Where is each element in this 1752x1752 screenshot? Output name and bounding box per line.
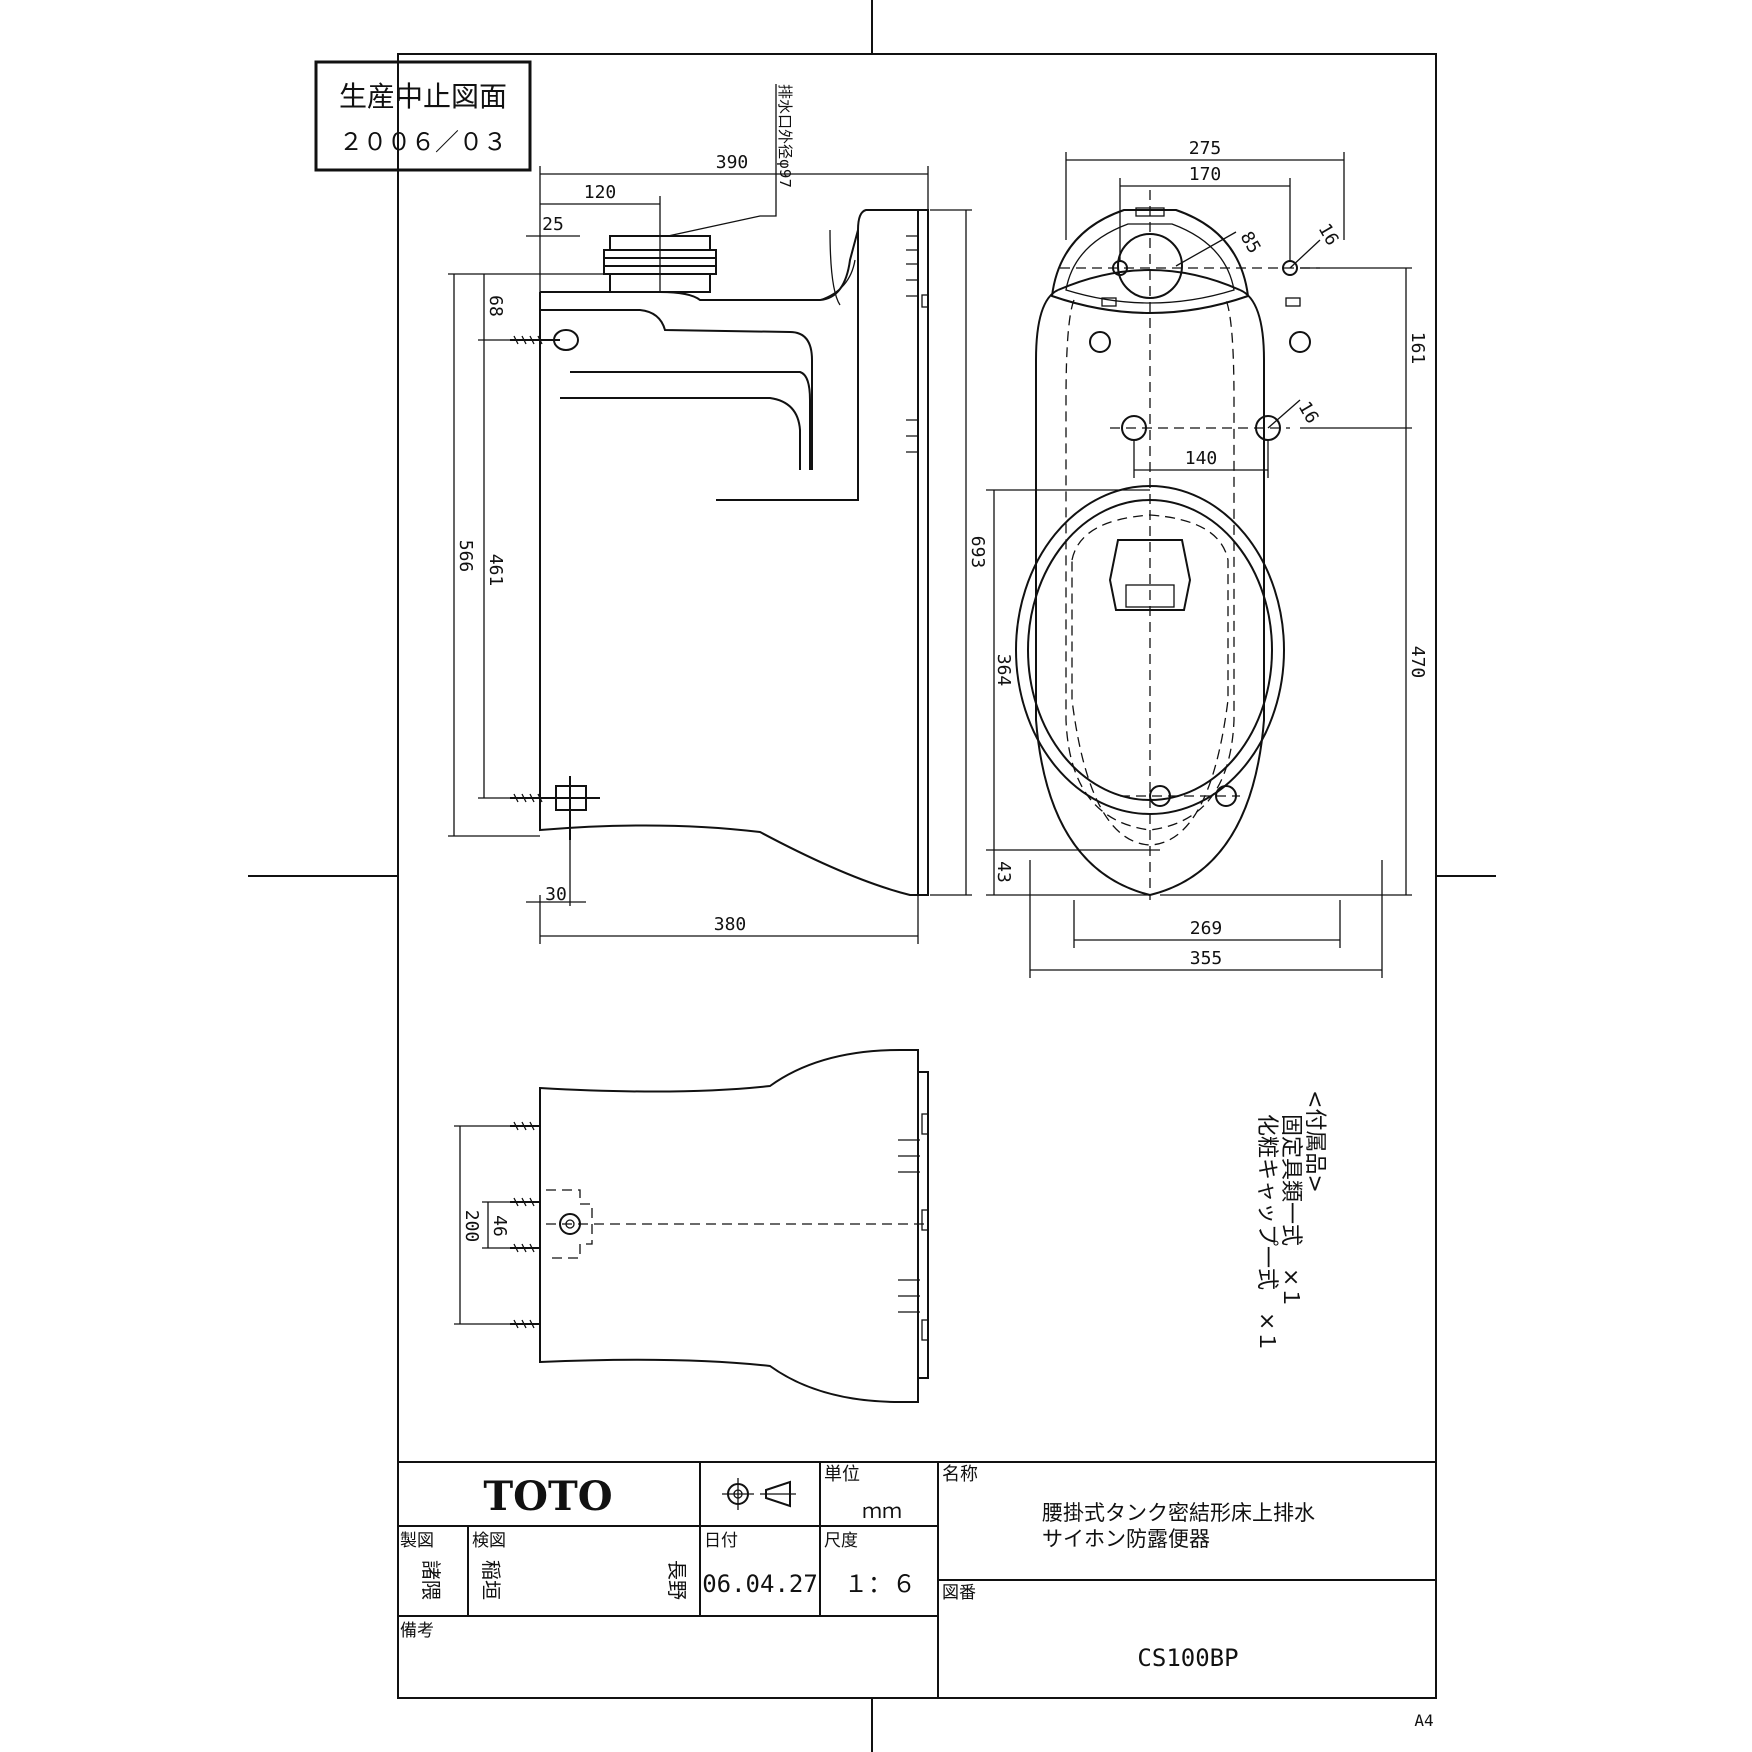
dim-161: 161 bbox=[1407, 332, 1428, 365]
title-block: TOTO 単位 ｍｍ 名称 腰掛式タンク密結形床上排水 サイホン防露便器 製図 … bbox=[397, 1461, 1437, 1699]
brand-logo: TOTO bbox=[483, 1473, 612, 1520]
top-view: 275 170 16 85 161 16 140 470 364 43 269 … bbox=[986, 138, 1428, 978]
dim-43: 43 bbox=[993, 861, 1014, 883]
dim-25: 25 bbox=[542, 214, 564, 235]
dim-390: 390 bbox=[716, 152, 749, 173]
projection-symbol-icon bbox=[722, 1478, 796, 1510]
dim-470: 470 bbox=[1407, 646, 1428, 679]
dim-46: 46 bbox=[489, 1215, 510, 1237]
checked-by-2: 長野 bbox=[665, 1560, 689, 1600]
scale-label: 尺度 bbox=[824, 1531, 858, 1551]
dim-269: 269 bbox=[1190, 918, 1223, 939]
scale-value: １：６ bbox=[844, 1570, 916, 1598]
bottom-view: 200 46 bbox=[454, 1049, 930, 1403]
stamp-date: ２００６／０３ bbox=[339, 128, 507, 156]
stamp-title: 生産中止図面 bbox=[339, 80, 507, 113]
top-bolt-holes bbox=[1089, 260, 1311, 807]
drawn-label: 製図 bbox=[400, 1531, 434, 1551]
dim-140: 140 bbox=[1185, 448, 1218, 469]
checked-by-1: 稲垣 bbox=[479, 1560, 503, 1600]
dim-566: 566 bbox=[455, 540, 476, 573]
date-label: 日付 bbox=[704, 1531, 738, 1551]
bottom-fixing-marks bbox=[898, 1113, 929, 1341]
accessories-heading: <付属品> bbox=[1302, 1090, 1327, 1193]
dim-275: 275 bbox=[1189, 138, 1222, 159]
product-name-line-2: サイホン防露便器 bbox=[1042, 1527, 1210, 1551]
side-dimension-lines bbox=[448, 84, 972, 944]
discontinued-stamp: 生産中止図面 ２００６／０３ bbox=[314, 60, 532, 172]
paper-size-label: A4 bbox=[1414, 1711, 1433, 1730]
date-value: 06.04.27 bbox=[702, 1570, 818, 1598]
dim-16-upper: 16 bbox=[1314, 220, 1343, 249]
dim-200: 200 bbox=[461, 1210, 482, 1243]
accessories-item-1: 固定具類一式 ×１ bbox=[1278, 1114, 1303, 1308]
dim-461: 461 bbox=[485, 554, 506, 587]
bottom-screws bbox=[510, 1121, 593, 1329]
dim-170: 170 bbox=[1189, 164, 1222, 185]
dim-380: 380 bbox=[714, 914, 747, 935]
accessories-item-2: 化粧キャップ一式 ×１ bbox=[1254, 1114, 1279, 1352]
dim-68: 68 bbox=[485, 295, 506, 317]
outlet-flange bbox=[603, 235, 717, 293]
unit-label: 単位 bbox=[824, 1464, 860, 1485]
side-fixing-marks bbox=[906, 235, 929, 453]
side-view: 390 120 25 68 566 461 693 30 380 排水口外径φ9… bbox=[448, 84, 988, 944]
unit-value: ｍｍ bbox=[862, 1499, 902, 1523]
product-name-line-1: 腰掛式タンク密結形床上排水 bbox=[1042, 1501, 1315, 1525]
checked-label: 検図 bbox=[472, 1531, 506, 1551]
dim-85: 85 bbox=[1236, 228, 1265, 257]
dim-355: 355 bbox=[1190, 948, 1223, 969]
dim-120: 120 bbox=[584, 182, 617, 203]
top-centerlines bbox=[1060, 190, 1320, 900]
name-label: 名称 bbox=[942, 1464, 978, 1485]
drawing-number: CS100BP bbox=[1137, 1644, 1238, 1672]
outlet-diameter-label: 排水口外径φ97 bbox=[776, 84, 794, 188]
accessories-note: <付属品> 固定具類一式 ×１ 化粧キャップ一式 ×１ bbox=[1254, 1090, 1327, 1352]
side-screws bbox=[510, 329, 600, 840]
center-marks bbox=[248, 0, 1496, 1752]
dim-364: 364 bbox=[993, 654, 1014, 687]
drawing-number-label: 図番 bbox=[942, 1583, 976, 1603]
drawn-by: 諸隈 bbox=[419, 1560, 443, 1600]
bottom-dimension-lines bbox=[454, 1125, 510, 1325]
remarks-label: 備考 bbox=[400, 1621, 434, 1641]
top-dimension-lines bbox=[986, 152, 1412, 978]
dim-693: 693 bbox=[967, 536, 988, 569]
dim-30: 30 bbox=[545, 884, 567, 905]
